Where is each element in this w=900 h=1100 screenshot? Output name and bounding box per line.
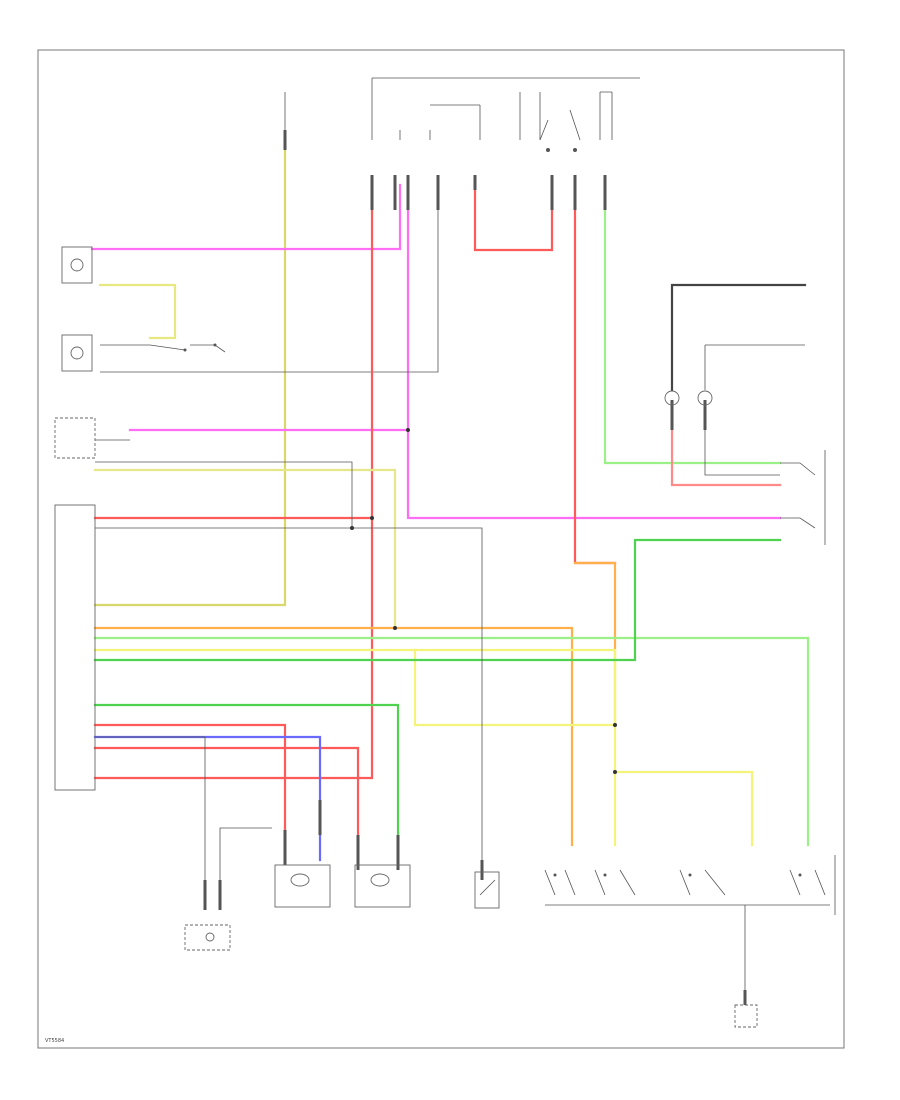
wire-green-long — [93, 636, 810, 847]
ground-component — [734, 1004, 758, 1028]
wire-pink-right — [406, 428, 782, 520]
wire-switch-bus — [545, 904, 830, 990]
wire-red-rlamp — [670, 408, 782, 487]
wire-yellow-upper — [93, 468, 397, 630]
right-switch — [780, 450, 826, 545]
wire-green-cluster — [93, 538, 782, 662]
wire-yellow-loop — [413, 648, 617, 727]
wire-yellow-cluster — [93, 648, 617, 847]
left-lamp-lower — [61, 334, 226, 372]
left-lamp-upper — [61, 246, 93, 284]
fuse-box-area — [284, 77, 640, 152]
instrument-cluster — [54, 417, 96, 791]
wire-red-loop — [473, 183, 554, 252]
wire-black-right — [670, 283, 807, 392]
wire-black-lower — [219, 827, 272, 905]
wire-green-lower — [93, 703, 400, 862]
wire-gray-rlamp2 — [704, 410, 780, 476]
wire-gray-right — [704, 344, 805, 390]
wire-group — [90, 138, 830, 990]
wire-green-right — [603, 183, 782, 465]
rear-lamp-left — [184, 924, 231, 951]
wire-gray-lamp2 — [95, 736, 206, 905]
wire-red-lower1 — [93, 723, 287, 832]
wire-yellow-right — [613, 770, 754, 847]
wire-gray-lamp — [100, 185, 439, 373]
left-front-lamp — [274, 864, 331, 908]
wire-pink-cluster — [128, 183, 410, 432]
relay-component — [474, 871, 500, 909]
wire-red-right — [573, 183, 617, 565]
right-lamps — [664, 390, 713, 406]
wire-pink-lamp — [90, 183, 402, 251]
wire-orange — [573, 561, 617, 727]
wire-yellow-left — [93, 138, 287, 607]
diagram-frame — [37, 49, 845, 1049]
right-front-lamp — [354, 864, 411, 908]
wire-red-lower2 — [93, 746, 360, 862]
wire-red-main — [93, 183, 374, 780]
wire-orange-cluster — [93, 626, 574, 847]
wire-yellow-lamp — [98, 283, 177, 340]
diagram-id-label: VT5584 — [45, 1038, 64, 1044]
top-right-switch — [600, 91, 613, 140]
connector-group — [203, 130, 747, 1005]
wire-gray-lower — [95, 527, 483, 870]
combination-switch — [544, 855, 836, 915]
wire-gray-cluster2 — [95, 461, 353, 528]
